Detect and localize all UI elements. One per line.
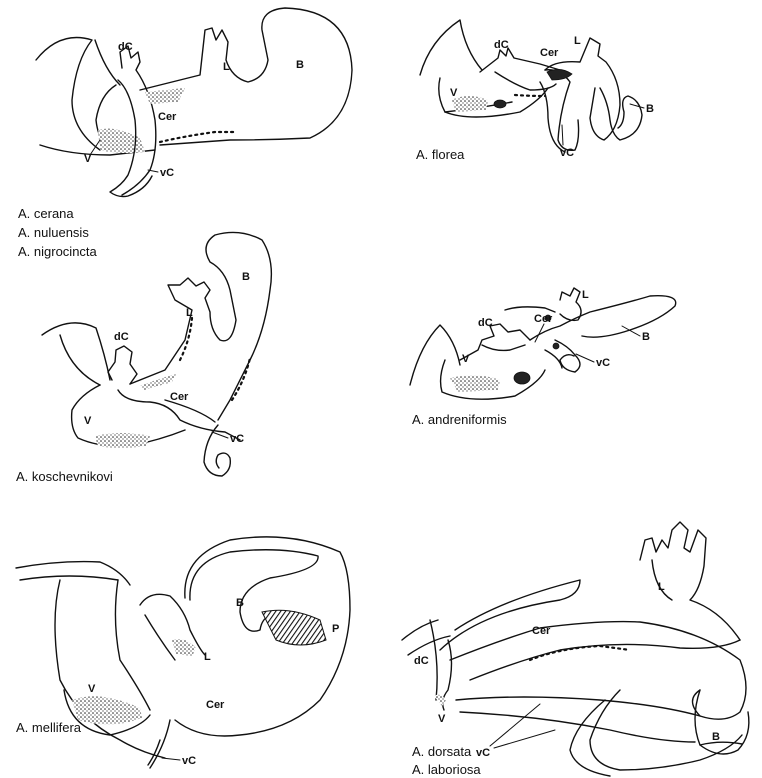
label-L: L	[658, 581, 665, 593]
label-dC: dC	[118, 41, 133, 53]
species-name: A. florea	[416, 147, 465, 162]
drawing-florea	[420, 20, 642, 152]
species-name: A. andreniformis	[412, 412, 507, 427]
drawing-andreniformis	[410, 288, 676, 399]
label-L: L	[574, 35, 581, 47]
label-P: P	[332, 623, 339, 635]
label-Cer: Cer	[206, 699, 225, 711]
label-vC: vC	[182, 755, 196, 767]
drawing-dorsata	[402, 522, 749, 776]
label-V: V	[438, 713, 446, 725]
label-Cer: Cer	[534, 313, 553, 325]
species-name: A. cerana	[18, 206, 74, 221]
label-Cer: Cer	[540, 47, 559, 59]
label-B: B	[242, 271, 250, 283]
label-L: L	[204, 651, 211, 663]
label-vC: vC	[160, 167, 174, 179]
panel-mellifera: B P L V Cer vC A. mellifera	[16, 537, 350, 768]
label-V: V	[88, 683, 96, 695]
label-dC: dC	[478, 317, 493, 329]
label-vC: vC	[230, 433, 244, 445]
label-dC: dC	[414, 655, 429, 667]
label-vC: vC	[560, 147, 574, 159]
label-L: L	[582, 289, 589, 301]
panel-koschevnikovi: dC L B Cer V vC A. koschevnikovi	[16, 232, 271, 484]
drawing-cerana	[36, 8, 352, 197]
label-dC: dC	[114, 331, 129, 343]
label-vC: vC	[596, 357, 610, 369]
label-B: B	[296, 59, 304, 71]
label-Cer: Cer	[158, 111, 177, 123]
species-name: A. nuluensis	[18, 225, 89, 240]
label-vC: vC	[476, 747, 490, 759]
label-V: V	[84, 415, 92, 427]
panel-florea: dC Cer L B V vC A. florea	[416, 20, 654, 162]
species-name: A. nigrocincta	[18, 244, 98, 259]
panel-dorsata: Cer L dC V B vC A. dorsata A. laboriosa	[402, 522, 749, 777]
panel-andreniformis: Cer L dC B V vC A. andreniformis	[410, 288, 676, 427]
label-V: V	[84, 153, 92, 165]
species-name: A. dorsata	[412, 744, 472, 759]
label-B: B	[642, 331, 650, 343]
species-name: A. koschevnikovi	[16, 469, 113, 484]
label-B: B	[712, 731, 720, 743]
label-V: V	[450, 87, 458, 99]
label-dC: dC	[494, 39, 509, 51]
label-B: B	[646, 103, 654, 115]
species-name: A. laboriosa	[412, 762, 481, 777]
label-Cer: Cer	[170, 391, 189, 403]
label-L: L	[186, 307, 193, 319]
label-Cer: Cer	[532, 625, 551, 637]
label-V: V	[462, 353, 470, 365]
panel-cerana: dC L B Cer V vC A. cerana A. nuluensis A…	[18, 8, 352, 259]
species-name: A. mellifera	[16, 720, 82, 735]
label-L: L	[223, 61, 230, 73]
label-B: B	[236, 597, 244, 609]
